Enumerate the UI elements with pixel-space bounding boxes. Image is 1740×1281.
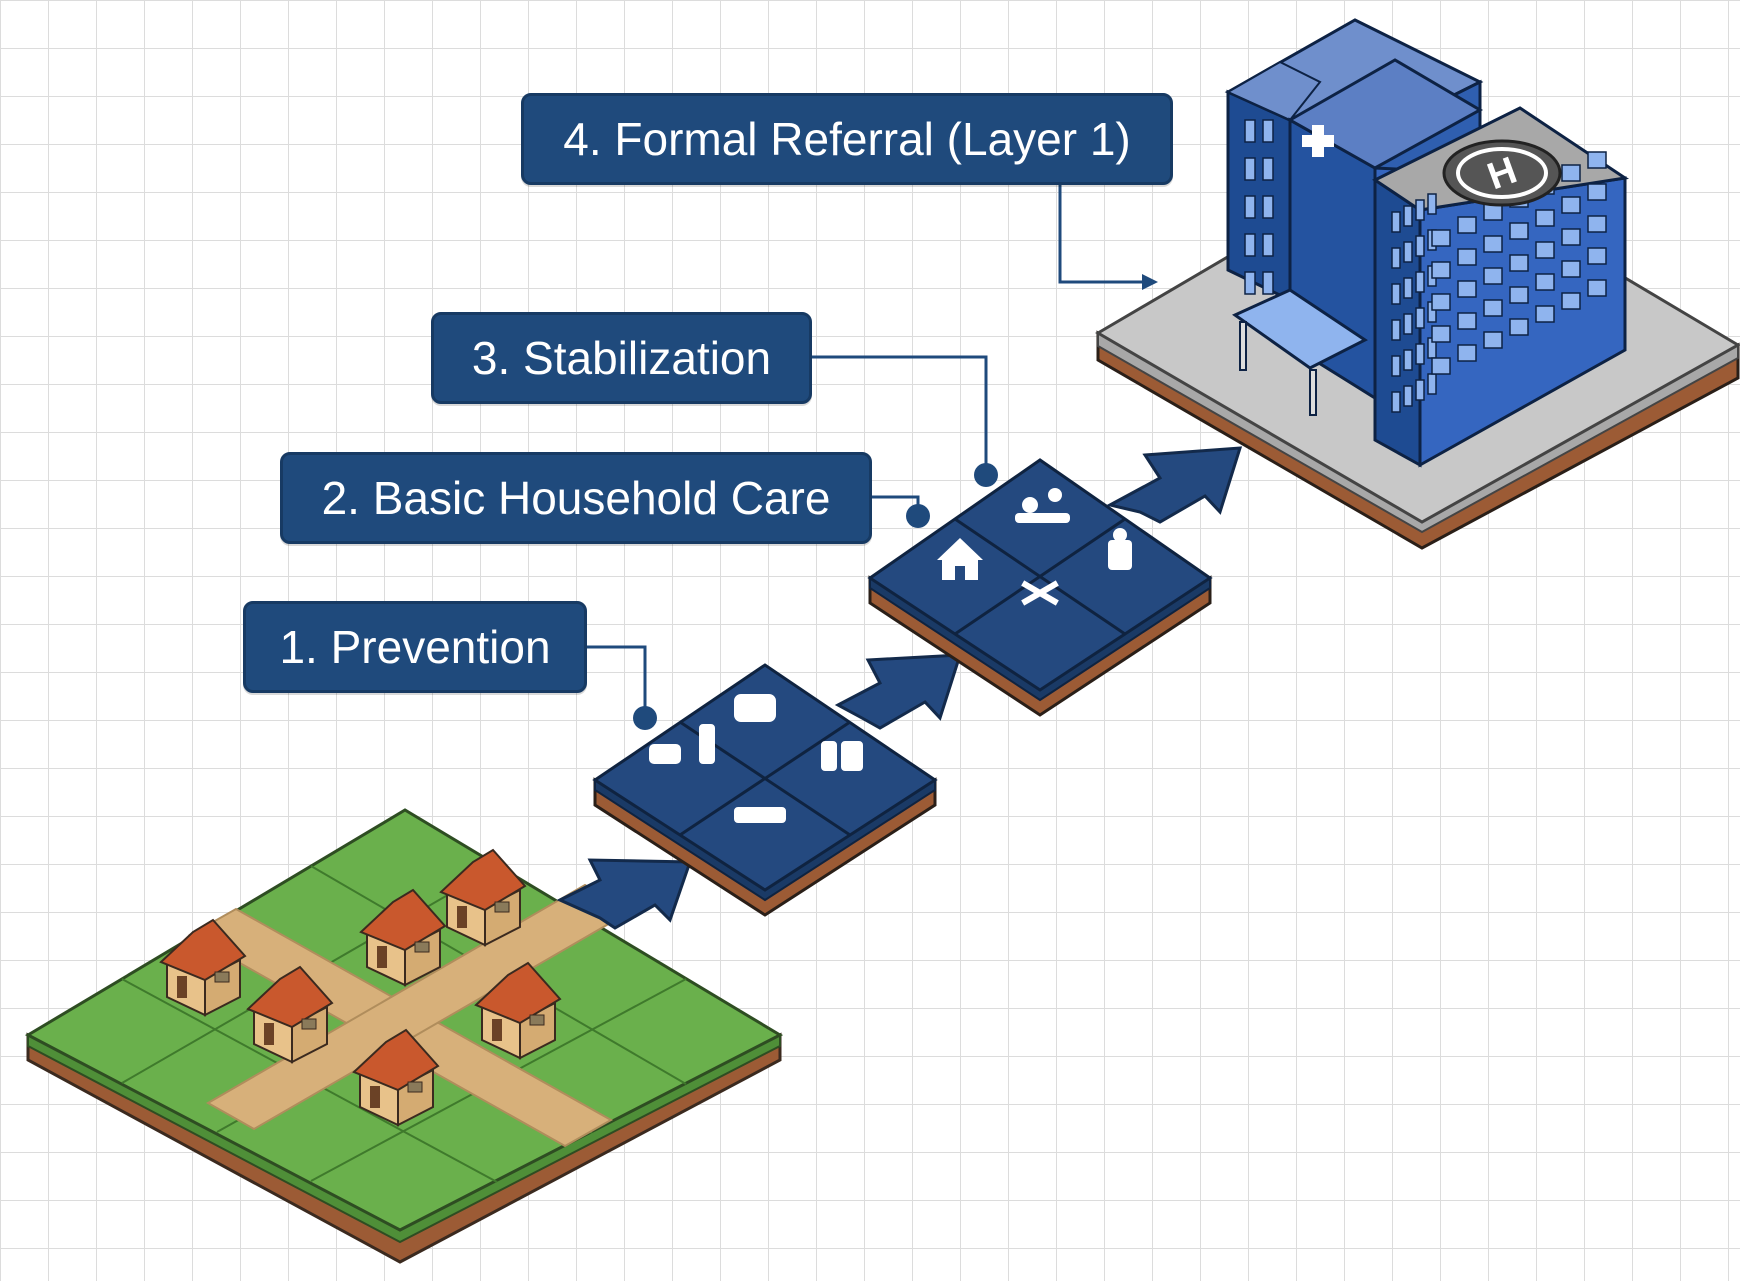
arrow-2-icon <box>834 653 963 730</box>
step-1-text: 1. Prevention <box>279 621 551 673</box>
connector-lines <box>585 182 1158 730</box>
step-3-label: 3. Stabilization <box>431 312 812 404</box>
step-2-text: 2. Basic Household Care <box>321 472 831 524</box>
step-1-label: 1. Prevention <box>243 601 587 693</box>
house-icon <box>359 888 447 987</box>
arrow-3-icon <box>1105 446 1243 524</box>
village-houses <box>159 848 562 1127</box>
step-4-label: 4. Formal Referral (Layer 1) <box>521 93 1173 185</box>
village-tile-icon <box>24 808 784 1264</box>
helipad-icon: H <box>1442 139 1562 207</box>
household-care-tile-icon <box>867 458 1213 717</box>
step-2-label: 2. Basic Household Care <box>280 452 872 544</box>
step-4-text: 4. Formal Referral (Layer 1) <box>563 113 1131 165</box>
hospital-building-icon <box>1095 18 1740 550</box>
house-icon <box>474 961 562 1060</box>
step-3-text: 3. Stabilization <box>471 332 772 384</box>
medical-cross-icon <box>1302 125 1334 157</box>
house-icon <box>352 1028 440 1127</box>
prevention-tile-icon <box>592 663 938 917</box>
house-icon <box>439 848 527 947</box>
house-icon <box>246 965 334 1064</box>
arrow-1-icon <box>556 858 693 930</box>
house-icon <box>159 918 247 1017</box>
